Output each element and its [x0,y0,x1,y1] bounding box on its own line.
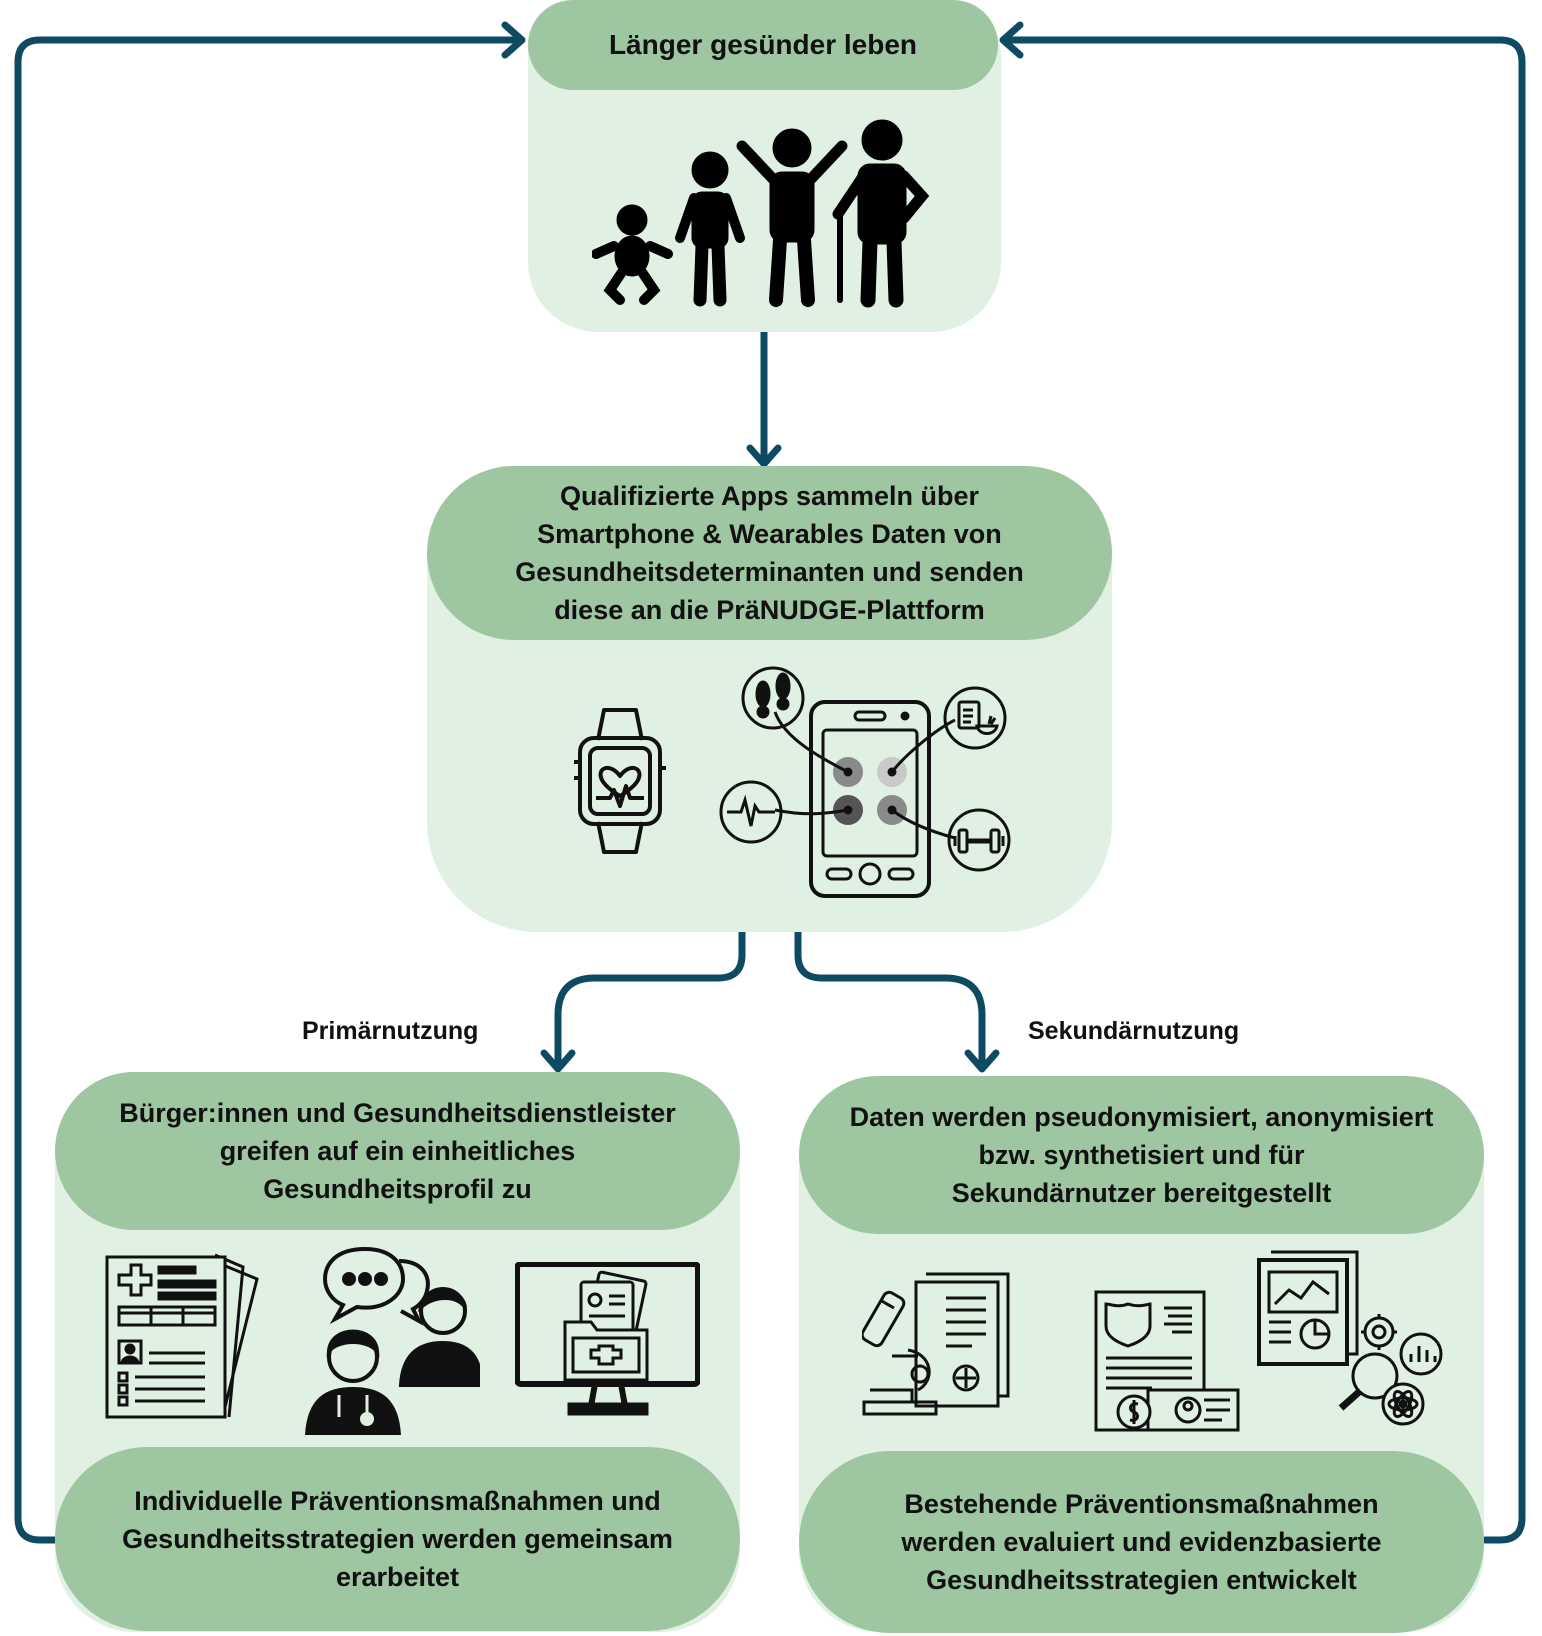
left-loop-arrow [14,36,524,1544]
primary-usage-label: Primärnutzung [302,1017,479,1045]
microscope-report-icon [862,1272,1010,1416]
medical-record-icon [105,1253,259,1419]
right-footer: Bestehende Präventionsmaßnahmen werden e… [799,1451,1484,1633]
primary-arrow [554,928,746,1072]
secondary-arrow [794,928,986,1072]
middle-header: Qualifizierte Apps sammeln über Smartpho… [427,466,1112,640]
left-header: Bürger:innen und Gesundheitsdienstleiste… [55,1072,740,1230]
smartphone-apps-icon [719,666,1011,898]
right-header: Daten werden pseudonymisiert, anonymisie… [799,1076,1484,1234]
smartwatch-heart-icon [574,708,666,854]
top-title: Länger gesünder leben [528,0,998,90]
insurance-document-icon [1094,1290,1240,1432]
data-analytics-icon [1257,1250,1443,1426]
right-loop-arrow [1001,36,1526,1544]
monitor-health-folder-icon [515,1262,700,1416]
doctor-patient-chat-icon [304,1246,480,1435]
left-footer: Individuelle Präventionsmaßnahmen und Ge… [55,1447,740,1631]
secondary-usage-label: Sekundärnutzung [1028,1017,1240,1045]
family-generations-icon [592,119,930,308]
